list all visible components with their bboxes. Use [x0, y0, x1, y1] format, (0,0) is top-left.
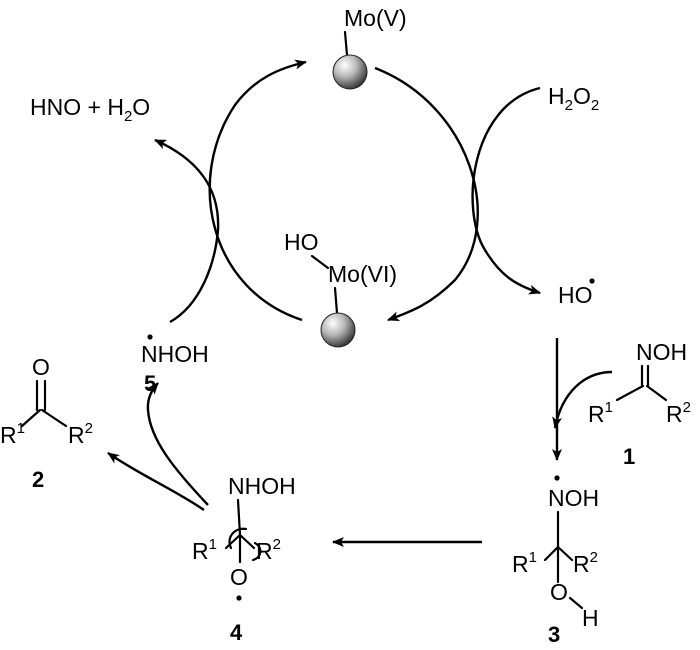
compound-5-number: 5: [144, 371, 156, 396]
mo6-sphere: [320, 312, 356, 348]
mo6-catalyst: HO Mo(VI): [284, 229, 397, 348]
radical-dot-3: [554, 475, 560, 481]
byproduct-label: HNO + H2O: [30, 94, 150, 125]
c2-bond-r1: [20, 408, 42, 428]
c5-nhoh: NHOH: [141, 341, 209, 367]
compound-5: NHOH 5: [141, 334, 209, 396]
mo5-bond: [343, 30, 349, 57]
c1-bond-r2: [645, 384, 668, 402]
compound-1: NOH R1 R2 1: [588, 339, 691, 469]
oxime-join-arrow: [552, 370, 613, 429]
c4-r2: R2: [256, 536, 281, 564]
radical-dot-4: [236, 595, 242, 601]
mo6-bond: [333, 286, 339, 315]
compound-4: NHOH R1 R2 O 4: [192, 473, 296, 645]
ketone-arrow: [107, 452, 205, 511]
h2o2-label: H2O2: [548, 83, 599, 114]
compound-4-number: 4: [230, 620, 243, 645]
mo5-sphere: [332, 54, 368, 90]
compound-2: O R1 R2 2: [0, 354, 93, 492]
c1-bond-r1: [615, 384, 645, 402]
c2-o: O: [32, 354, 50, 380]
ho-label: HO: [284, 229, 319, 255]
c4-r1: R1: [192, 536, 217, 564]
compound-3-number: 3: [548, 622, 560, 647]
nhoh-release-arrow: [146, 382, 209, 506]
c2-bond-r2: [40, 408, 68, 428]
c3-bond-h: [568, 596, 584, 610]
c1-noh: NOH: [636, 339, 687, 365]
c2-r2: R2: [68, 420, 93, 448]
c3-r2: R2: [573, 549, 598, 577]
c3-bond-r1: [543, 545, 560, 562]
radical-dot-5: [147, 334, 153, 340]
byproduct-arrow: [154, 138, 220, 324]
c3-noh: NOH: [548, 485, 599, 511]
c4-bond-r2: [238, 533, 256, 550]
c2-r1: R1: [0, 420, 25, 448]
mo6-label: Mo(VI): [328, 261, 397, 287]
compound-1-number: 1: [623, 444, 635, 469]
c3-r1: R1: [512, 549, 537, 577]
c4-curved-arrow-a: [228, 527, 248, 550]
c3-h: H: [582, 605, 599, 631]
mo5-label: Mo(V): [344, 5, 407, 31]
c4-nhoh: NHOH: [228, 473, 296, 499]
c3-bond-r2: [556, 545, 574, 562]
c4-o: O: [230, 564, 248, 590]
compound-3: NOH R1 R2 O H 3: [512, 475, 599, 647]
ho-mo-bond: [310, 254, 330, 270]
c4-bond-r1: [224, 533, 242, 550]
c3-o: O: [550, 579, 568, 605]
cycle-arrow-right: [374, 66, 479, 322]
hydroxyl-radical-label: HO: [558, 282, 593, 308]
radical-dot-ho: [589, 278, 595, 284]
c4-curved-arrow-b: [251, 541, 262, 562]
cycle-arrow-left: [208, 59, 307, 322]
mo5-catalyst: Mo(V): [332, 5, 407, 90]
compound-2-number: 2: [32, 467, 44, 492]
h2o2-arrow: [471, 86, 541, 295]
c1-r2: R2: [666, 399, 691, 427]
c1-r1: R1: [588, 399, 613, 427]
